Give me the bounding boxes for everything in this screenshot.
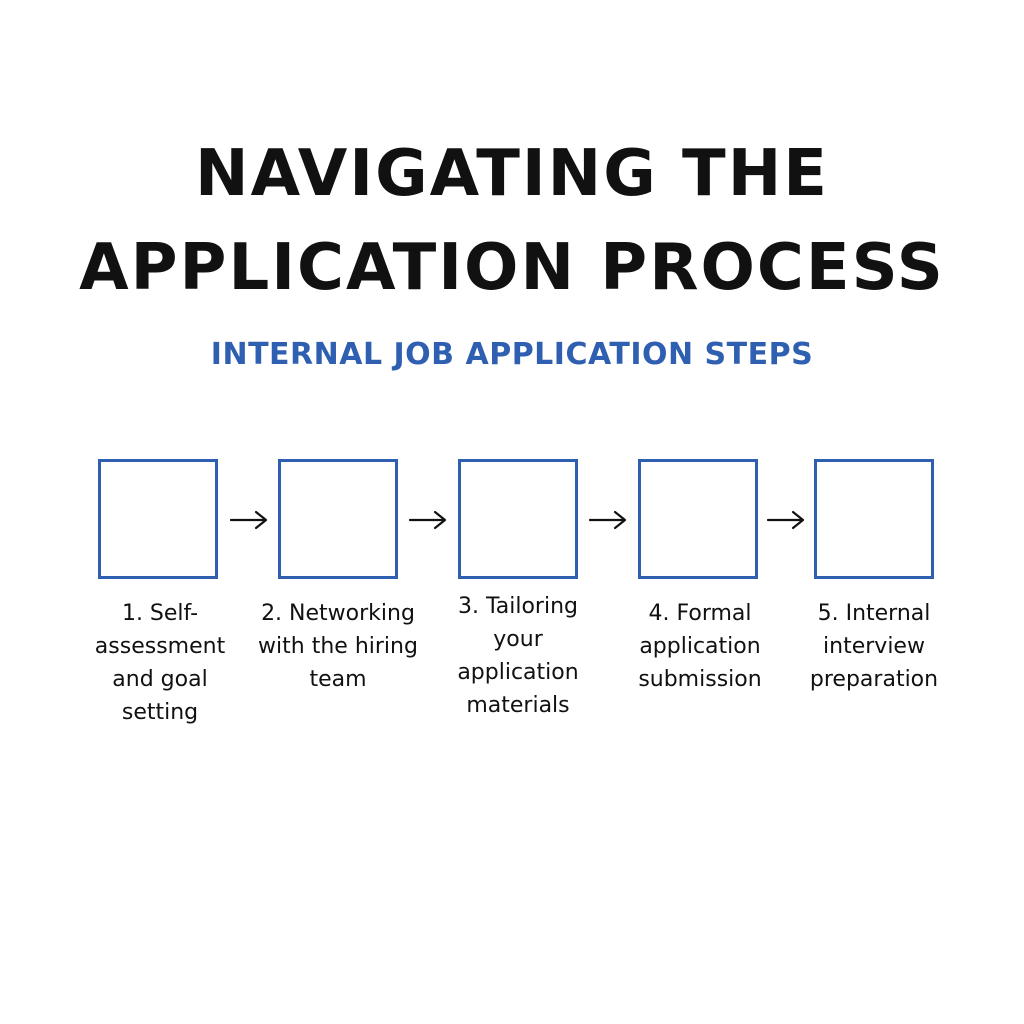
step-label-line: 2. Networking: [261, 601, 415, 626]
step-label-1: 1. Self-assessment and goal setting: [70, 597, 250, 729]
arrow-right-icon: [229, 510, 268, 530]
step-label-2: 2. Networking with the hiring team: [248, 597, 428, 696]
arrow-right-icon: [766, 510, 805, 530]
page-title-line-2: APPLICATION PROCESS: [79, 231, 945, 305]
step-label-line: submission: [638, 667, 762, 692]
step-box-1: [98, 459, 218, 579]
step-label-line: 3. Tailoring: [457, 594, 578, 619]
step-label-line: preparation: [809, 667, 939, 692]
step-label-line: setting: [121, 700, 199, 725]
arrow-right-icon: [408, 510, 447, 530]
step-box-4: [638, 459, 758, 579]
step-label-line: 1. Self-assessment: [94, 601, 226, 659]
step-label-line: 4. Formal: [648, 601, 752, 626]
step-label-line: with the hiring: [258, 634, 418, 659]
step-label-line: team: [309, 667, 367, 692]
step-label-line: interview: [823, 634, 925, 659]
page-title-line-1: NAVIGATING THE: [195, 137, 829, 211]
step-label-line: and goal: [112, 667, 208, 692]
step-label-4: 4. Formal application submission: [610, 597, 790, 696]
page-subtitle: INTERNAL JOB APPLICATION STEPS: [210, 337, 814, 372]
step-label-3: 3. Tailoring your application materials: [428, 590, 608, 722]
step-label-line: materials: [466, 693, 570, 718]
step-label-line: application: [457, 660, 579, 685]
step-label-line: 5. Internal: [817, 601, 931, 626]
arrow-right-icon: [588, 510, 627, 530]
step-box-5: [814, 459, 934, 579]
step-box-2: [278, 459, 398, 579]
step-box-3: [458, 459, 578, 579]
step-label-5: 5. Internal interview preparation: [784, 597, 964, 696]
step-label-line: your: [493, 627, 543, 652]
step-label-line: application: [639, 634, 761, 659]
